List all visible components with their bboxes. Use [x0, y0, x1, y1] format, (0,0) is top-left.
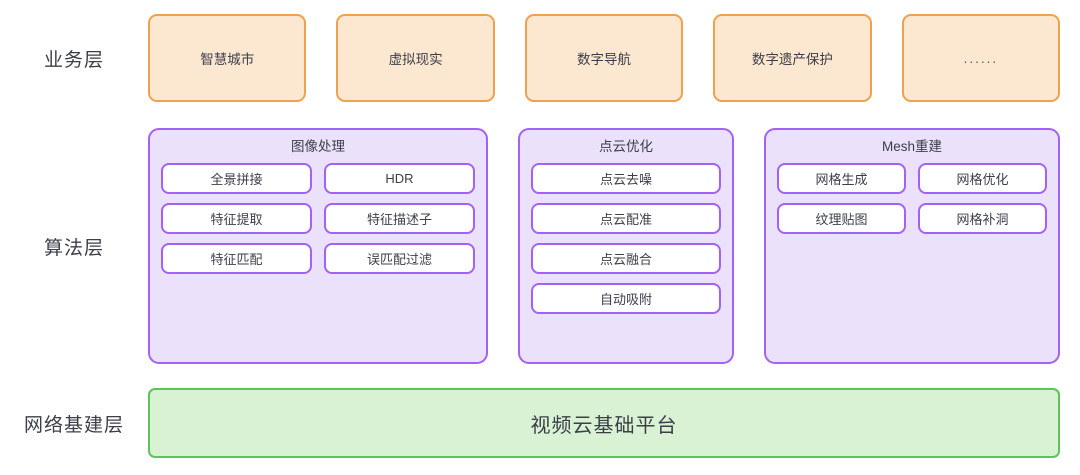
business-layer-row: 业务层 智慧城市 虚拟现实 数字导航 数字遗产保护 ......	[0, 14, 1080, 102]
algorithm-item-point-cloud-registration[interactable]: 点云配准	[531, 203, 721, 235]
algorithm-item-texture-mapping[interactable]: 纹理贴图	[777, 203, 906, 235]
algorithm-item-point-cloud-denoising[interactable]: 点云去噪	[531, 163, 721, 195]
algorithm-item-feature-extraction[interactable]: 特征提取	[161, 203, 312, 235]
algorithm-group-items: 点云去噪 点云配准 点云融合 自动吸附	[531, 163, 721, 315]
algorithm-item-mesh-generation[interactable]: 网格生成	[777, 163, 906, 195]
algorithm-item-panorama-stitching[interactable]: 全景拼接	[161, 163, 312, 195]
business-card-more[interactable]: ......	[901, 14, 1061, 102]
network-card-video-cloud-platform[interactable]: 视频云基础平台	[148, 388, 1060, 458]
algorithm-layer-label: 算法层	[43, 237, 104, 259]
algorithm-item-point-cloud-fusion[interactable]: 点云融合	[531, 243, 721, 275]
algorithm-layer-row: 算法层 图像处理 全景拼接 HDR 特征提取 特征描述子 特征匹配 误匹配过滤 …	[0, 128, 1080, 364]
business-layer-label: 业务层	[43, 49, 104, 71]
algorithm-group-title: Mesh重建	[881, 139, 942, 154]
algorithm-item-feature-descriptor[interactable]: 特征描述子	[324, 203, 475, 235]
algorithm-group-point-cloud-optimization: 点云优化 点云去噪 点云配准 点云融合 自动吸附	[518, 128, 734, 364]
algorithm-group-items: 全景拼接 HDR 特征提取 特征描述子 特征匹配 误匹配过滤	[161, 163, 475, 275]
algorithm-group-title: 点云优化	[599, 139, 653, 154]
algorithm-layer-groups: 图像处理 全景拼接 HDR 特征提取 特征描述子 特征匹配 误匹配过滤 点云优化…	[148, 128, 1080, 364]
network-layer-body: 视频云基础平台	[148, 388, 1080, 458]
business-card-digital-heritage-protection[interactable]: 数字遗产保护	[713, 14, 872, 102]
algorithm-group-title: 图像处理	[291, 139, 345, 154]
business-card-digital-navigation[interactable]: 数字导航	[524, 14, 684, 102]
algorithm-item-hdr[interactable]: HDR	[324, 163, 475, 195]
algorithm-group-image-processing: 图像处理 全景拼接 HDR 特征提取 特征描述子 特征匹配 误匹配过滤	[148, 128, 488, 364]
algorithm-item-mesh-optimization[interactable]: 网格优化	[918, 163, 1047, 195]
business-card-smart-city[interactable]: 智慧城市	[148, 14, 307, 102]
algorithm-item-mesh-hole-filling[interactable]: 网格补洞	[918, 203, 1047, 235]
algorithm-item-auto-snapping[interactable]: 自动吸附	[531, 283, 721, 315]
network-layer-label: 网络基建层	[23, 414, 124, 436]
algorithm-item-mismatch-filtering[interactable]: 误匹配过滤	[324, 243, 475, 275]
algorithm-group-mesh-reconstruction: Mesh重建 网格生成 网格优化 纹理贴图 网格补洞	[764, 128, 1060, 364]
network-layer-row: 网络基建层 视频云基础平台	[0, 388, 1080, 458]
business-layer-cards: 智慧城市 虚拟现实 数字导航 数字遗产保护 ......	[148, 14, 1080, 102]
algorithm-group-items: 网格生成 网格优化 纹理贴图 网格补洞	[777, 163, 1047, 235]
business-card-virtual-reality[interactable]: 虚拟现实	[336, 14, 495, 102]
algorithm-item-feature-matching[interactable]: 特征匹配	[161, 243, 312, 275]
